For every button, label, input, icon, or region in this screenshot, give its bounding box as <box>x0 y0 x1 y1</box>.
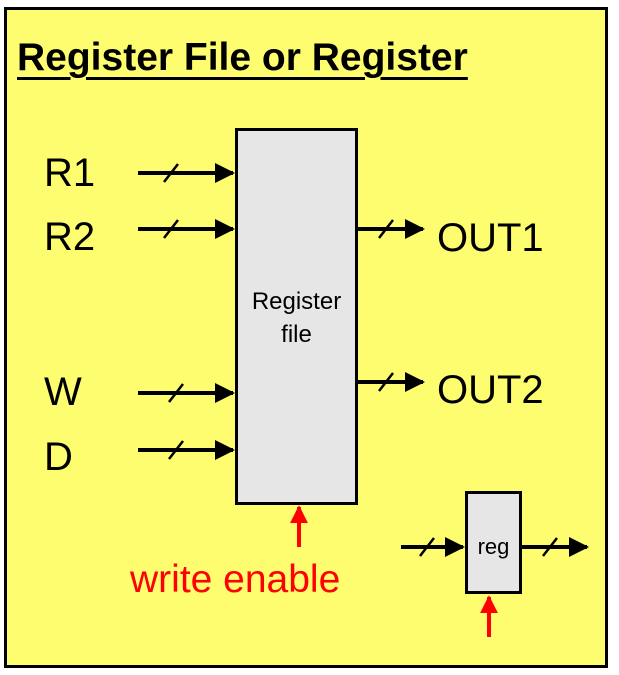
register-box: reg <box>465 491 522 594</box>
input-label-w: W <box>44 370 82 414</box>
write-enable-label: write enable <box>130 558 341 601</box>
register-file-label: Register file <box>238 285 355 351</box>
input-arrow-r2 <box>138 219 235 239</box>
diagram-title: Register File or Register <box>17 36 468 79</box>
input-label-d: D <box>44 435 73 479</box>
register-label: reg <box>477 534 510 559</box>
output-label-out2: OUT2 <box>437 368 544 412</box>
output-arrow-out2 <box>358 372 425 392</box>
output-arrow-out1 <box>358 219 425 239</box>
register-file-label-line1: Register <box>251 288 342 315</box>
output-label-out1: OUT1 <box>437 216 544 260</box>
register-file-label-line2: file <box>281 321 312 348</box>
input-label-r1: R1 <box>44 151 96 195</box>
register-file-box: Register file <box>235 128 358 505</box>
input-arrow-w <box>138 383 235 403</box>
input-arrow-r1 <box>138 163 235 183</box>
register-output-arrow <box>522 537 589 557</box>
input-arrow-d <box>138 440 235 460</box>
register-input-arrow <box>401 537 465 557</box>
input-label-r2: R2 <box>44 215 96 259</box>
